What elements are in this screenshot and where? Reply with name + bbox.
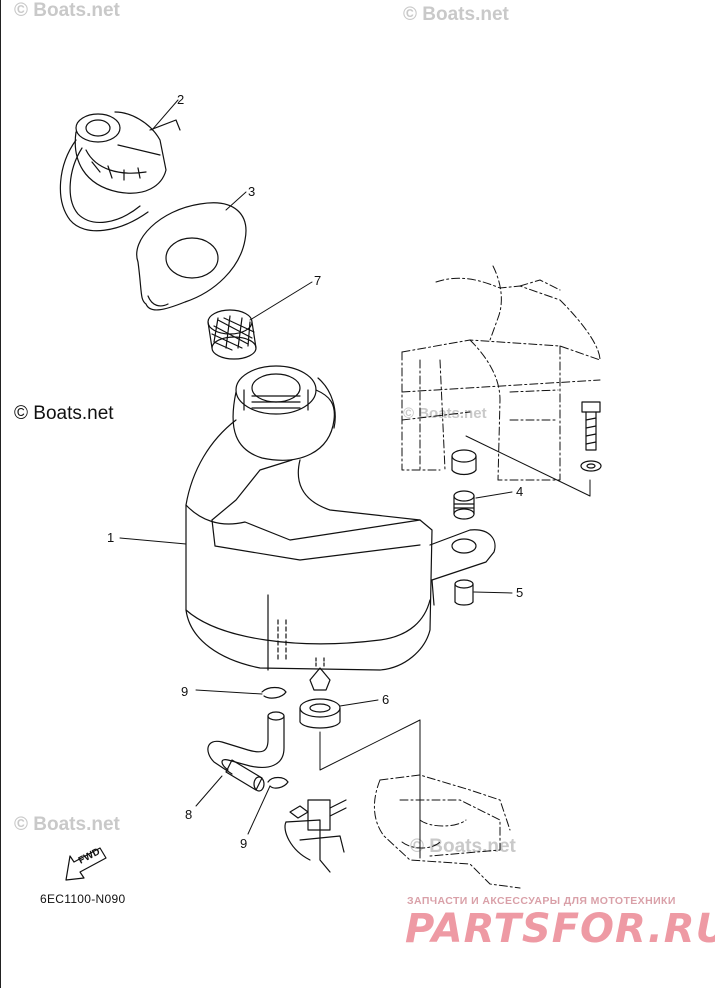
callout-7: 7 <box>314 273 322 288</box>
fuel-cock <box>284 799 347 873</box>
callout-4: 4 <box>516 484 524 499</box>
part-9-clip-lower[interactable] <box>267 776 289 789</box>
watermark: © Boats.net <box>410 836 516 857</box>
engine-frame-outline <box>374 265 601 889</box>
callout-3: 3 <box>248 184 256 199</box>
part-3-gasket[interactable] <box>136 202 247 311</box>
part-6-grommet[interactable] <box>299 657 341 729</box>
callout-9-upper: 9 <box>181 684 189 699</box>
part-1-oil-tank[interactable] <box>185 365 496 671</box>
part-7-strainer[interactable] <box>207 309 257 360</box>
part-4-grommet[interactable] <box>453 490 475 520</box>
frame-edge <box>0 0 1 988</box>
callout-5: 5 <box>516 585 524 600</box>
callout-2: 2 <box>177 92 185 107</box>
part-2-filler-cap[interactable] <box>59 111 181 232</box>
watermark: © Boats.net <box>14 814 120 835</box>
callout-9-lower: 9 <box>240 836 248 851</box>
mount-bolt[interactable] <box>580 401 602 472</box>
mount-boss <box>451 449 477 476</box>
copyright-notice: © Boats.net <box>14 403 114 424</box>
watermark: © Boats.net <box>403 4 509 25</box>
brand-tagline: ЗАПЧАСТИ И АКСЕССУАРЫ ДЛЯ МОТОТЕХНИКИ <box>407 895 676 907</box>
callout-6: 6 <box>382 692 390 707</box>
diagram-code: 6EC1100-N090 <box>40 892 126 906</box>
leader-lines <box>119 99 591 859</box>
watermark: © Boats.net <box>14 0 120 21</box>
part-5-collar[interactable] <box>454 579 474 606</box>
part-8-hose[interactable] <box>207 711 285 792</box>
callout-8: 8 <box>185 807 193 822</box>
fwd-arrow <box>65 847 107 881</box>
callout-1: 1 <box>107 530 115 545</box>
part-9-clip-upper[interactable] <box>261 686 287 699</box>
brand-logo: PARTSFOR.RU <box>405 906 715 952</box>
